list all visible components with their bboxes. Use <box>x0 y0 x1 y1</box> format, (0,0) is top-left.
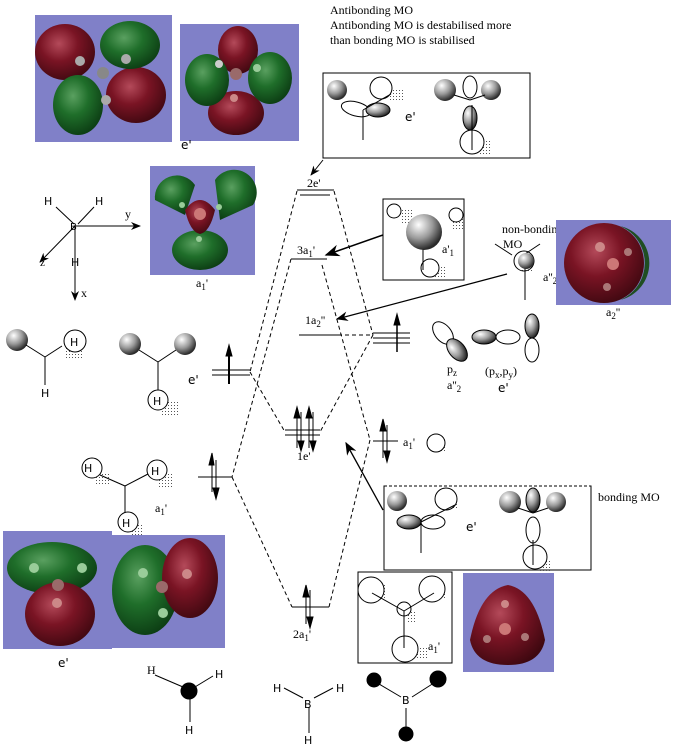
h-label: H <box>215 668 223 681</box>
axis-z-label: z <box>40 257 45 269</box>
h-label: H <box>147 663 156 677</box>
nonbonding-orbital <box>494 243 541 300</box>
pz-label: pz <box>447 362 457 378</box>
mo-label-1e: 1e' <box>297 449 311 463</box>
axis-center-label: B <box>70 222 77 233</box>
coordinate-axes <box>39 206 141 301</box>
mo-level-1e-prime <box>285 405 320 453</box>
antibonding-e-label: e' <box>405 110 416 124</box>
h-label: H <box>122 517 130 530</box>
render-a2-label: a2'' <box>606 305 620 321</box>
b-label: B <box>402 694 410 707</box>
bottom-a1-label: a1' <box>428 639 440 655</box>
left-a1-level <box>198 452 232 501</box>
render-bottom-e-1 <box>3 531 112 649</box>
left-a1-label: a1' <box>155 501 167 517</box>
bh3-ligand-orbitals <box>366 670 447 742</box>
render-e-prime-2 <box>180 24 299 141</box>
left-e-level <box>212 343 250 384</box>
render-a2-dprime <box>556 220 671 305</box>
render-e-prime-1 <box>35 15 172 142</box>
right-p-level <box>373 312 410 352</box>
axis-h-label: H <box>71 256 79 269</box>
bonding-e-box: e' <box>383 485 592 574</box>
b-label: B <box>304 698 312 711</box>
h-label: H <box>336 682 344 695</box>
h-label: H <box>41 387 49 400</box>
a1-arrow <box>324 234 384 257</box>
bonding-mo-label: bonding MO <box>598 490 660 504</box>
s-orbital <box>426 433 446 453</box>
h-label: H <box>273 682 281 695</box>
mo-level-2e-prime <box>297 189 334 196</box>
nonbonding-sym-label: a''2 <box>543 270 557 286</box>
render-bottom-e-label: e' <box>58 656 69 670</box>
antibonding-title: Antibonding MO <box>330 3 414 17</box>
antibonding-e-box: e' <box>322 72 531 159</box>
h-label: H <box>185 724 193 737</box>
axis-h-label: H <box>44 195 52 208</box>
antibonding-note-line2: than bonding MO is stabilised <box>330 33 475 47</box>
mo-label-2a1: 2a1' <box>293 627 311 643</box>
bh3-structure <box>283 687 334 733</box>
render-bottom-e-2 <box>112 535 225 648</box>
px-orbital <box>471 329 521 345</box>
right-s-level <box>373 418 398 464</box>
render-a1-prime <box>150 166 257 275</box>
mo-level-2a1-prime <box>292 584 329 630</box>
nonbonding-mo-label: MO <box>503 237 523 251</box>
h-label: H <box>151 465 159 478</box>
correlation-lines <box>231 190 374 608</box>
nonbonding-title: non-bonding <box>502 222 563 236</box>
render-top-e-label: e' <box>181 138 192 152</box>
antibonding-arrow <box>310 159 324 176</box>
mo-label-2e: 2e' <box>307 176 321 190</box>
bottom-a1-box: a1' <box>357 571 453 664</box>
py-orbital <box>524 313 540 363</box>
nonbonding-arrow <box>335 273 508 321</box>
a1-box-label: a'1 <box>442 242 454 258</box>
h-label: H <box>70 336 78 349</box>
render-a1-label: a1' <box>196 276 208 292</box>
bh3-filled-center <box>154 674 214 722</box>
axis-h-label: H <box>95 195 103 208</box>
axis-x-label: x <box>81 286 87 300</box>
axis-y-label: y <box>125 207 131 221</box>
pz-orbital <box>432 321 468 362</box>
left-e-prime-label: e' <box>188 373 199 387</box>
left-e-orbital-2 <box>119 333 196 416</box>
pz-sym-label: a''2 <box>447 378 461 394</box>
pxpy-label: (px,py) <box>485 364 517 380</box>
left-e-orbital-1 <box>6 329 87 385</box>
pxpy-sym-label: e' <box>498 381 509 395</box>
bonding-e-label: e' <box>466 520 477 534</box>
bonding-arrow <box>345 441 384 511</box>
h-label: H <box>84 462 92 475</box>
a1-prime-box: a'1 <box>382 198 465 281</box>
right-a1-label: a1' <box>403 435 415 451</box>
render-bottom-a1 <box>463 573 554 672</box>
mo-label-1a2: 1a2'' <box>305 313 325 329</box>
antibonding-note-line1: Antibonding MO is destabilised more <box>330 18 512 32</box>
h-label: H <box>153 395 161 408</box>
h-label: H <box>304 734 312 747</box>
mo-label-3a1: 3a1' <box>297 243 315 259</box>
